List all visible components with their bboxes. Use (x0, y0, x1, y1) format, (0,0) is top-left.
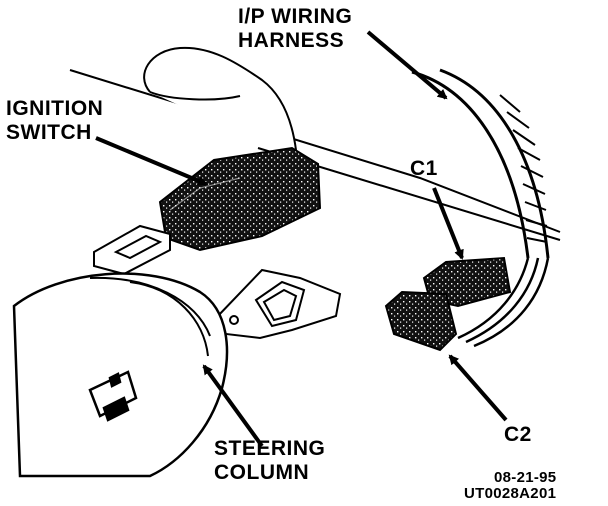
callout-arrows (95, 30, 508, 448)
ignition-arrow (95, 136, 208, 186)
ip-harness-label-line2: HARNESS (238, 29, 345, 52)
ip-harness-label-line1: I/P WIRING (238, 5, 353, 28)
date-code: 08-21-95 (494, 469, 557, 486)
figure-code: UT0028A201 (464, 485, 557, 502)
mounting-bracket-left (93, 224, 171, 276)
harness-arrow (366, 30, 448, 100)
dashboard-lines (69, 69, 561, 241)
ignition-switch-label-line1: IGNITION (6, 97, 104, 120)
c2-label: C2 (504, 423, 532, 446)
c1-label: C1 (410, 157, 438, 180)
ignition-switch-body (158, 146, 322, 252)
c2-connector (384, 290, 458, 352)
ignition-switch-label-line2: SWITCH (6, 121, 92, 144)
steering-column-label-line1: STEERING (214, 437, 326, 460)
c1-arrow (432, 187, 464, 260)
c2-arrow (448, 354, 508, 422)
steering-column-label-line2: COLUMN (214, 461, 310, 484)
mounting-bracket-right (214, 268, 342, 340)
steering-arrow (202, 364, 264, 448)
ip-wiring-harness (411, 68, 550, 348)
dashboard-curl (143, 46, 301, 161)
steering-column (12, 272, 229, 478)
